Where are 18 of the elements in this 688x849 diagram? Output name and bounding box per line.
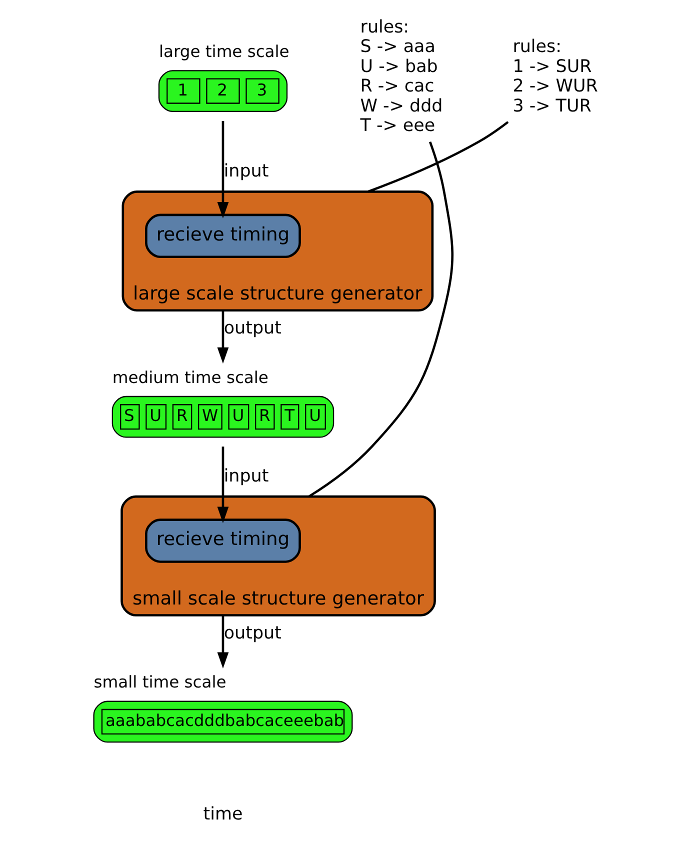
node-text: rules: S -> aaa U -> bab R -> cac W -> ddd T -> eee	[360, 16, 443, 136]
edge-label: output	[224, 318, 282, 338]
arrow	[217, 310, 229, 364]
arrow	[217, 446, 229, 523]
node-label: medium time scale	[112, 367, 268, 386]
arrow	[217, 120, 229, 218]
edge-label: input	[224, 466, 269, 486]
edge-label: output	[224, 623, 282, 644]
node-text: rules: 1 -> SUR 2 -> WUR 3 -> TUR	[512, 36, 598, 116]
node-box: recieve timing	[145, 213, 301, 258]
node-label: large time scale	[158, 41, 290, 60]
label: time	[203, 804, 243, 824]
arrow	[217, 614, 229, 668]
node-box: recieve timing	[145, 518, 301, 562]
connector	[308, 140, 454, 498]
node-label: small time scale	[94, 672, 226, 692]
connector	[367, 120, 509, 192]
edge-label: input	[224, 161, 269, 182]
